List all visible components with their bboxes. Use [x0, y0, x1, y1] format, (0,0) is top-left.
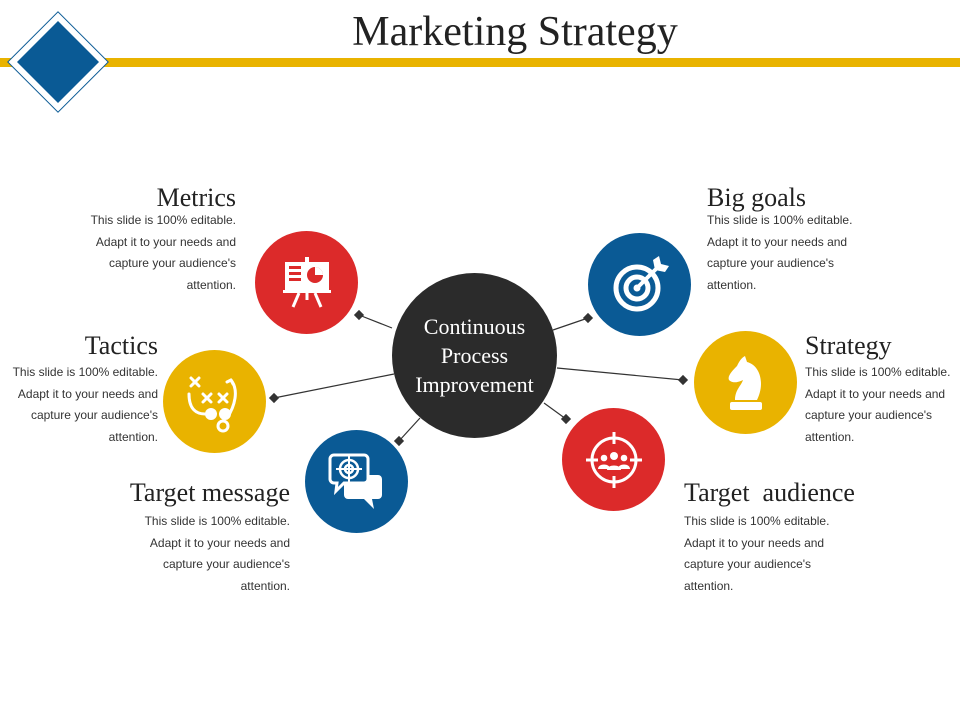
connector-big-goals — [552, 317, 589, 331]
target-audience-description: This slide is 100% editable. Adapt it to… — [684, 511, 864, 597]
big-goals-desc-line-1: This slide is 100% editable. — [707, 213, 853, 227]
title-accent-bar — [0, 58, 960, 67]
slide-title: Marketing Strategy — [352, 9, 678, 55]
big-goals-desc-line-4: attention. — [707, 277, 757, 292]
connector-end-target-message — [393, 435, 405, 447]
connector-target-message — [398, 417, 421, 442]
metrics-desc-line-1: This slide is 100% editable. — [90, 213, 236, 227]
audience-crosshair-icon — [585, 431, 642, 488]
connector-tactics — [273, 373, 395, 399]
target-audience-desc-line-3: capture your audience's — [684, 557, 812, 571]
node-big-goals — [588, 233, 691, 336]
node-metrics — [255, 231, 358, 334]
strategy-desc-line-2: Adapt it to your needs and — [805, 386, 946, 401]
bullseye-arrow-icon — [613, 255, 669, 311]
node-target-audience — [562, 408, 665, 511]
strategy-desc-line-4: attention. — [805, 429, 855, 444]
big-goals-desc-line-2: Adapt it to your needs and — [707, 234, 848, 249]
target-audience-title: Target audience — [684, 478, 855, 507]
strategy-description: This slide is 100% editable. Adapt it to… — [805, 362, 960, 448]
target-message-title: Target message — [129, 478, 290, 507]
big-goals-description: This slide is 100% editable. Adapt it to… — [707, 210, 887, 296]
big-goals-title: Big goals — [707, 183, 806, 212]
target-message-desc-line-3: capture your audience's — [162, 557, 290, 571]
center-hub-text: Continuous Process Improvement — [405, 312, 545, 399]
metrics-desc-line-4: attention. — [186, 277, 236, 292]
target-audience-desc-line-4: attention. — [684, 578, 734, 593]
tactics-description: This slide is 100% editable. Adapt it to… — [0, 362, 158, 448]
center-line-3: Improvement — [415, 372, 534, 397]
strategy-desc-line-1: This slide is 100% editable. — [805, 365, 951, 379]
center-hub: Continuous Process Improvement — [392, 273, 557, 438]
target-audience-desc-line-2: Adapt it to your needs and — [684, 535, 825, 550]
target-message-desc-line-2: Adapt it to your needs and — [149, 535, 290, 550]
target-message-desc-line-1: This slide is 100% editable. — [144, 514, 290, 528]
connector-end-tactics — [268, 392, 280, 404]
metrics-desc-line-2: Adapt it to your needs and — [95, 234, 236, 249]
target-message-description: This slide is 100% editable. Adapt it to… — [110, 511, 290, 597]
target-audience-desc-line-1: This slide is 100% editable. — [684, 514, 830, 528]
big-goals-desc-line-3: capture your audience's — [707, 256, 835, 270]
tactics-title: Tactics — [84, 331, 158, 360]
tactics-desc-line-1: This slide is 100% editable. — [12, 365, 158, 379]
presentation-board-icon — [282, 256, 331, 308]
strategy-title: Strategy — [805, 331, 892, 360]
chess-knight-icon — [728, 355, 762, 410]
connector-end-strategy — [677, 374, 689, 386]
tactics-desc-line-2: Adapt it to your needs and — [17, 386, 158, 401]
target-message-desc-line-4: attention. — [240, 578, 290, 593]
center-line-2: Process — [440, 343, 509, 368]
metrics-desc-line-3: capture your audience's — [108, 256, 236, 270]
center-line-1: Continuous — [423, 314, 526, 339]
metrics-description: This slide is 100% editable. Adapt it to… — [56, 210, 236, 296]
metrics-title: Metrics — [156, 183, 236, 212]
connector-end-target-audience — [560, 413, 572, 425]
target-speech-bubble-icon — [328, 453, 382, 509]
tactics-desc-line-3: capture your audience's — [30, 408, 158, 422]
node-tactics — [163, 350, 266, 453]
node-strategy — [694, 331, 797, 434]
tactics-desc-line-4: attention. — [108, 429, 158, 444]
connector-end-metrics — [353, 309, 365, 321]
connector-target-audience — [543, 402, 567, 420]
connector-metrics — [358, 314, 393, 329]
strategy-desc-line-3: capture your audience's — [805, 408, 933, 422]
node-target-message — [305, 430, 408, 533]
connector-end-big-goals — [582, 312, 594, 324]
play-diagram-icon — [187, 376, 237, 432]
connector-strategy — [556, 367, 684, 381]
